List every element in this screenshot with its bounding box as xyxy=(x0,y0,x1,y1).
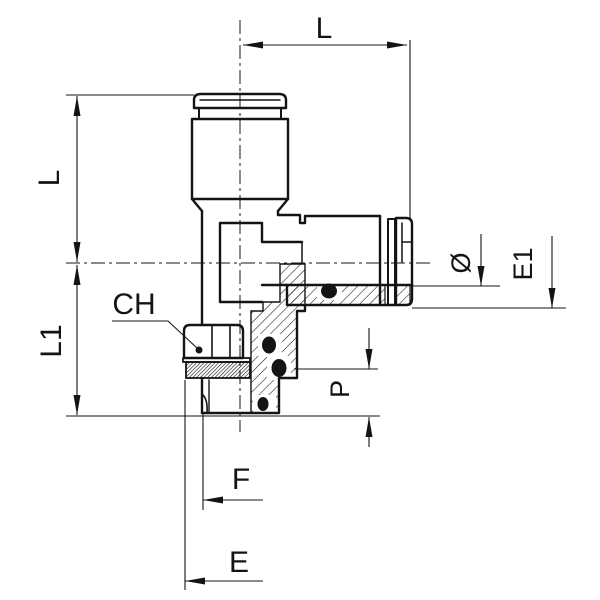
o-ring-upper xyxy=(262,336,276,354)
label-tube-diameter: Ø xyxy=(446,252,476,273)
o-ring-stud xyxy=(257,397,269,411)
side-cap-outline xyxy=(394,216,414,307)
dim-tube-diameter xyxy=(413,234,500,287)
dimension-labels: L L L1 CH Ø E1 P F E xyxy=(33,12,538,579)
label-CH: CH xyxy=(112,288,155,321)
washer-hatch xyxy=(185,361,251,379)
port-cap-hatch xyxy=(395,284,411,306)
label-E1: E1 xyxy=(508,247,538,280)
hex-nut-outline xyxy=(182,323,245,360)
label-F: F xyxy=(232,463,250,496)
label-E: E xyxy=(229,546,249,579)
side-port-boss xyxy=(276,213,382,225)
fitting-outline xyxy=(182,92,414,415)
label-L1: L1 xyxy=(35,324,68,357)
dimension-lines xyxy=(66,40,566,590)
dim-thread-diameter xyxy=(202,412,263,510)
label-P: P xyxy=(325,380,355,398)
top-cap-outline xyxy=(192,92,288,110)
body-section-profile xyxy=(200,303,307,415)
dim-left-heights xyxy=(66,94,380,417)
callout-hex-leader xyxy=(112,320,203,354)
bore-outline xyxy=(218,221,304,304)
dim-port-end-height xyxy=(412,236,566,309)
dim-hex-diameter xyxy=(184,380,263,590)
dim-thread-length xyxy=(294,328,378,447)
dim-top-length xyxy=(243,40,411,218)
top-sleeve-outline xyxy=(190,117,290,201)
o-ring-mid xyxy=(271,359,287,377)
label-L-top: L xyxy=(316,12,333,45)
label-L-left: L xyxy=(33,170,66,187)
o-ring-port xyxy=(321,283,337,299)
